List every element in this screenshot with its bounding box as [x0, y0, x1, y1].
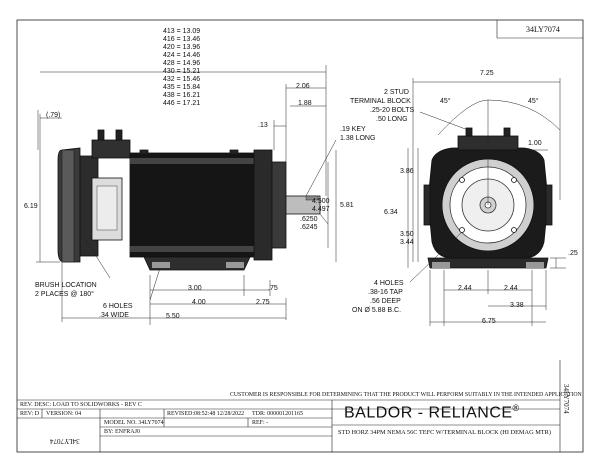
brand-name: BALDOR - RELIANCE: [344, 404, 513, 422]
table-row: 435 = 15.84: [163, 84, 201, 91]
end-dim-lines: [407, 78, 566, 326]
angle-45-right: 45°: [528, 98, 539, 105]
table-row: 424 = 14.46: [163, 52, 201, 59]
stud-bolts: .25-20 BOLTS: [370, 107, 415, 114]
dim-344: 3.44: [400, 239, 414, 246]
table-row: 413 = 13.09: [163, 28, 201, 35]
dim-6250: .6250: [300, 216, 318, 223]
side-dim-lines: [36, 65, 337, 325]
tdr: TDR: 000001201165: [252, 411, 303, 417]
holes-tap: .38-16 TAP: [368, 289, 403, 296]
stud-long: .50 LONG: [376, 116, 408, 123]
dim-key-long: 1.38 LONG: [340, 135, 376, 142]
holes-deep: .56 DEEP: [370, 298, 401, 305]
dim-634: 6.34: [384, 209, 398, 216]
ref: REF: -: [252, 420, 269, 426]
description: STD HORZ 34PM NEMA 56C TEFC W/TERMINAL B…: [338, 429, 551, 436]
sheet-border: [16, 19, 584, 453]
rev-desc: REV. DESC: LOAD TO SOLIDWORKS - REV C: [20, 402, 142, 408]
dim-725: 7.25: [480, 70, 494, 77]
brush-places: 2 PLACES @ 180°: [35, 291, 94, 298]
dim-244-right: 2.44: [504, 285, 518, 292]
stud-terminal: TERMINAL BLOCK: [350, 98, 411, 105]
holes-count: 6 HOLES: [103, 303, 133, 310]
model-no: MODEL NO. 34LY7074: [104, 420, 164, 426]
dim-619: 6.19: [24, 203, 38, 210]
dim-300: 3.00: [188, 285, 202, 292]
disclaimer: CUSTOMER IS RESPONSIBLE FOR DETERMINING …: [230, 392, 582, 398]
holes-bc: ON Ø 5.88 B.C.: [352, 307, 402, 314]
angle-45-left: 45°: [440, 98, 451, 105]
dim-025: .25: [568, 250, 578, 257]
stud-count: 2 STUD: [384, 89, 409, 96]
dim-079: (.79): [46, 112, 61, 119]
holes-tap-count: 4 HOLES: [374, 280, 404, 287]
table-row: 438 = 16.21: [163, 92, 201, 99]
holes-width: .34 WIDE: [99, 312, 129, 319]
dim-400: 4.00: [192, 299, 206, 306]
title-block-lines: [17, 399, 560, 452]
dim-275: 2.75: [256, 299, 270, 306]
dim-4500: 4.500: [312, 198, 330, 205]
rev: REV: D: [20, 411, 40, 417]
brush-location: BRUSH LOCATION: [35, 282, 97, 289]
table-row: 428 = 14.96: [163, 60, 201, 67]
table-row: 446 = 17.21: [163, 100, 201, 107]
drawing-id: 34LY7074: [526, 25, 560, 34]
dim-338: 3.38: [510, 302, 524, 309]
dim-386: 3.86: [400, 168, 414, 175]
table-row: 432 = 15.46: [163, 76, 201, 83]
dim-206: 2.06: [296, 83, 310, 90]
side-view: [57, 129, 321, 271]
dim-675: 6.75: [482, 318, 496, 325]
revised: REVISED:08:52:48 12/28/2022: [167, 411, 245, 417]
side-drawing-id: 34LY7074: [562, 384, 570, 414]
dim-350: 3.50: [400, 231, 414, 238]
version: VERSION: 04: [46, 411, 82, 417]
table-row: 420 = 13.96: [163, 44, 201, 51]
end-view: [423, 127, 553, 269]
dim-581: 5.81: [340, 202, 354, 209]
mirrored-id: 34LY7074: [50, 437, 80, 445]
table-row: 430 = 15.21: [163, 68, 201, 75]
dim-key: .19 KEY: [340, 126, 366, 133]
dim-4497: 4.497: [312, 206, 330, 213]
table-row: 416 = 13.46: [163, 36, 201, 43]
dim-6245: .6245: [300, 224, 318, 231]
brand-mark: ®: [512, 403, 520, 413]
dim-075: .75: [268, 285, 278, 292]
dim-188: 1.88: [298, 100, 312, 107]
drawn-by: BY: ENFRAJ0: [104, 429, 140, 435]
dim-100: 1.00: [528, 140, 542, 147]
dim-244-left: 2.44: [458, 285, 472, 292]
dim-013: .13: [258, 122, 268, 129]
brand-logo: BALDOR - RELIANCE®: [344, 403, 520, 422]
dim-550: 5.50: [166, 313, 180, 320]
